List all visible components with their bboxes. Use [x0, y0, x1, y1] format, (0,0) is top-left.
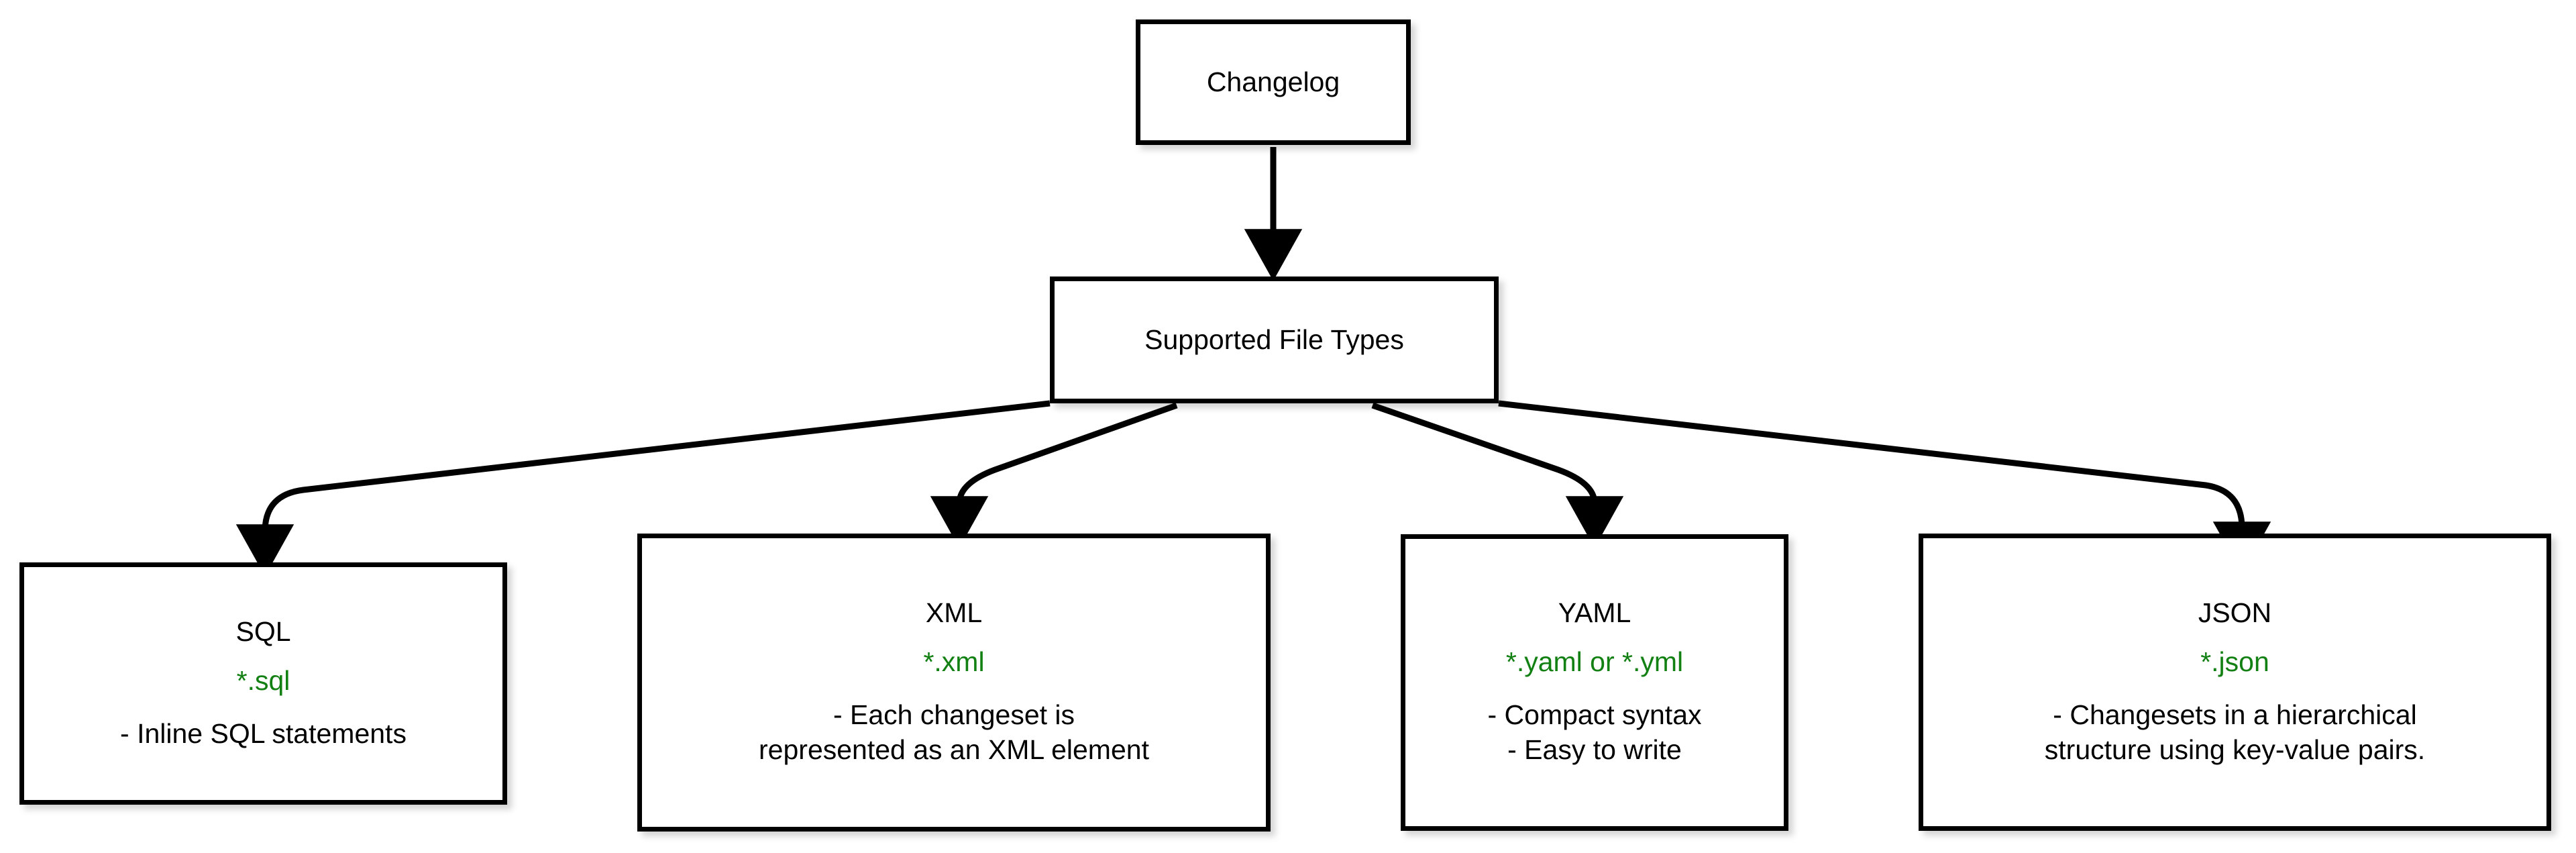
- node-xml-description-line: - Each changeset is: [833, 699, 1075, 731]
- node-changelog-label: Changelog: [1206, 66, 1340, 97]
- node-json-extensions: *.json: [2200, 646, 2269, 677]
- node-file-type-json[interactable]: JSON *.json - Changesets in a hierarchic…: [1919, 534, 2551, 831]
- node-yaml-body: YAML *.yaml or *.yml - Compact syntax - …: [1488, 597, 1702, 768]
- node-xml-title: XML: [925, 597, 983, 629]
- node-sql-title: SQL: [235, 615, 291, 647]
- node-yaml-extensions: *.yaml or *.yml: [1505, 646, 1684, 678]
- node-file-type-xml[interactable]: XML *.xml - Each changeset is represente…: [637, 534, 1271, 832]
- edge-supported-to-yaml: [1371, 402, 1624, 548]
- node-xml-description: - Each changeset is represented as an XM…: [759, 698, 1149, 767]
- node-file-type-yaml[interactable]: YAML *.yaml or *.yml - Compact syntax - …: [1401, 534, 1788, 831]
- node-yaml-title: YAML: [1558, 597, 1631, 629]
- node-supported-file-types-label: Supported File Types: [1144, 323, 1404, 355]
- node-yaml-description-line: - Easy to write: [1507, 734, 1682, 766]
- node-changelog[interactable]: Changelog: [1136, 19, 1411, 145]
- node-supported-file-types[interactable]: Supported File Types: [1050, 277, 1499, 403]
- node-json-title: JSON: [2198, 597, 2272, 628]
- node-json-description: - Changesets in a hierarchical structure…: [2045, 698, 2425, 767]
- node-xml-body: XML *.xml - Each changeset is represente…: [759, 597, 1149, 768]
- node-sql-description: - Inline SQL statements: [120, 717, 407, 752]
- node-xml-extensions: *.xml: [923, 646, 985, 678]
- edge-supported-to-xml: [930, 402, 1178, 548]
- node-sql-extensions: *.sql: [236, 664, 290, 696]
- node-sql-description-line: - Inline SQL statements: [120, 717, 407, 749]
- edge-supported-to-json: [1498, 400, 2271, 574]
- node-json-description-line: structure using key-value pairs.: [2044, 734, 2426, 765]
- edge-supported-to-sql: [235, 400, 1051, 576]
- node-yaml-description: - Compact syntax - Easy to write: [1488, 698, 1702, 767]
- node-json-description-line: - Changesets in a hierarchical: [2053, 699, 2417, 730]
- node-xml-description-line: represented as an XML element: [759, 734, 1149, 766]
- node-yaml-description-line: - Compact syntax: [1487, 699, 1702, 731]
- node-sql-body: SQL *.sql - Inline SQL statements: [120, 616, 407, 752]
- node-json-body: JSON *.json - Changesets in a hierarchic…: [2045, 597, 2425, 768]
- node-file-type-sql[interactable]: SQL *.sql - Inline SQL statements: [19, 562, 507, 805]
